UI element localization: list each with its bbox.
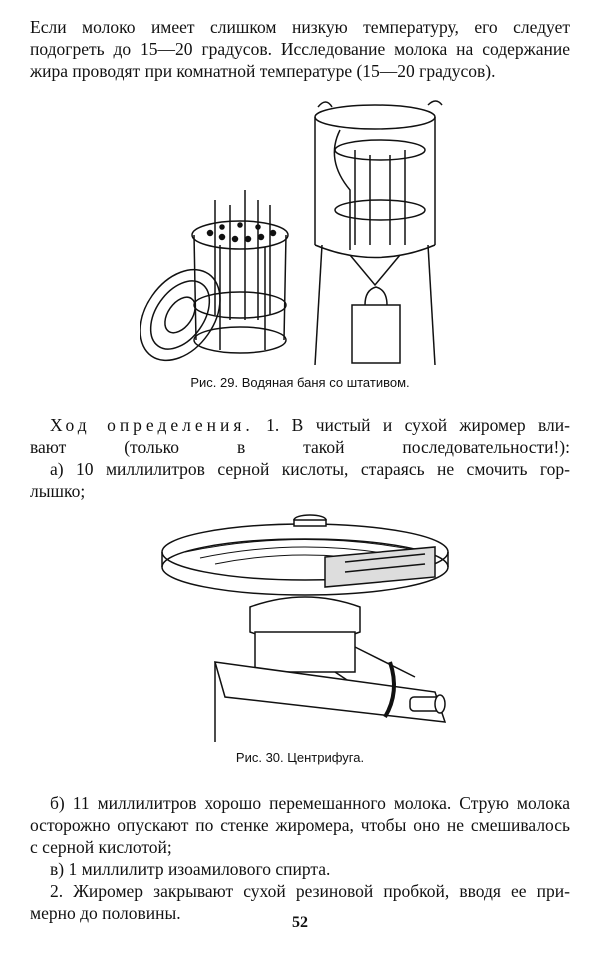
text-line: в) 1 миллилитр изоамилового спирта. — [50, 859, 331, 879]
text-line: жира проводят при комнатной температуре … — [30, 61, 496, 81]
paragraph-intro: Если молоко имеет слишком низкую темпера… — [30, 16, 570, 82]
text-line: 2. Жиромер закрывают сухой резиновой про… — [50, 881, 570, 901]
figure-30-centrifuge-illustration — [161, 514, 449, 742]
text-line: а) 10 миллилитров серной кислоты, старая… — [50, 459, 570, 479]
figure-29-water-bath-illustration — [140, 100, 443, 366]
text-line: осторожно опускают по стенке жиромера, ч… — [30, 815, 570, 835]
figure-29-caption: Рис. 29. Водяная баня со штативом. — [190, 375, 410, 390]
text-line: лышко; — [30, 481, 86, 501]
page-number: 52 — [292, 914, 308, 931]
figure-30-caption: Рис. 30. Центрифуга. — [235, 750, 365, 765]
text-line: вают (только в такой последовательности!… — [30, 437, 570, 457]
text-line: б) 11 миллилитров хорошо перемешанного м… — [50, 793, 570, 813]
paragraph-steps: б) 11 миллилитров хорошо перемешанного м… — [30, 792, 570, 924]
text-line: Если молоко имеет слишком низкую темпера… — [30, 17, 570, 37]
text-fragment: 1. В чистый и сухой жиромер вли- — [253, 415, 570, 435]
section-heading-spaced: Ход определения. — [50, 415, 254, 435]
text-line: подогреть до 15—20 градусов. Исследовани… — [30, 39, 570, 59]
paragraph-procedure: Ход определения. 1. В чистый и сухой жир… — [30, 414, 570, 502]
text-line: Ход определения. 1. В чистый и сухой жир… — [30, 414, 570, 436]
text-line: мерно до половины. — [30, 903, 181, 923]
text-line: с серной кислотой; — [30, 837, 172, 857]
